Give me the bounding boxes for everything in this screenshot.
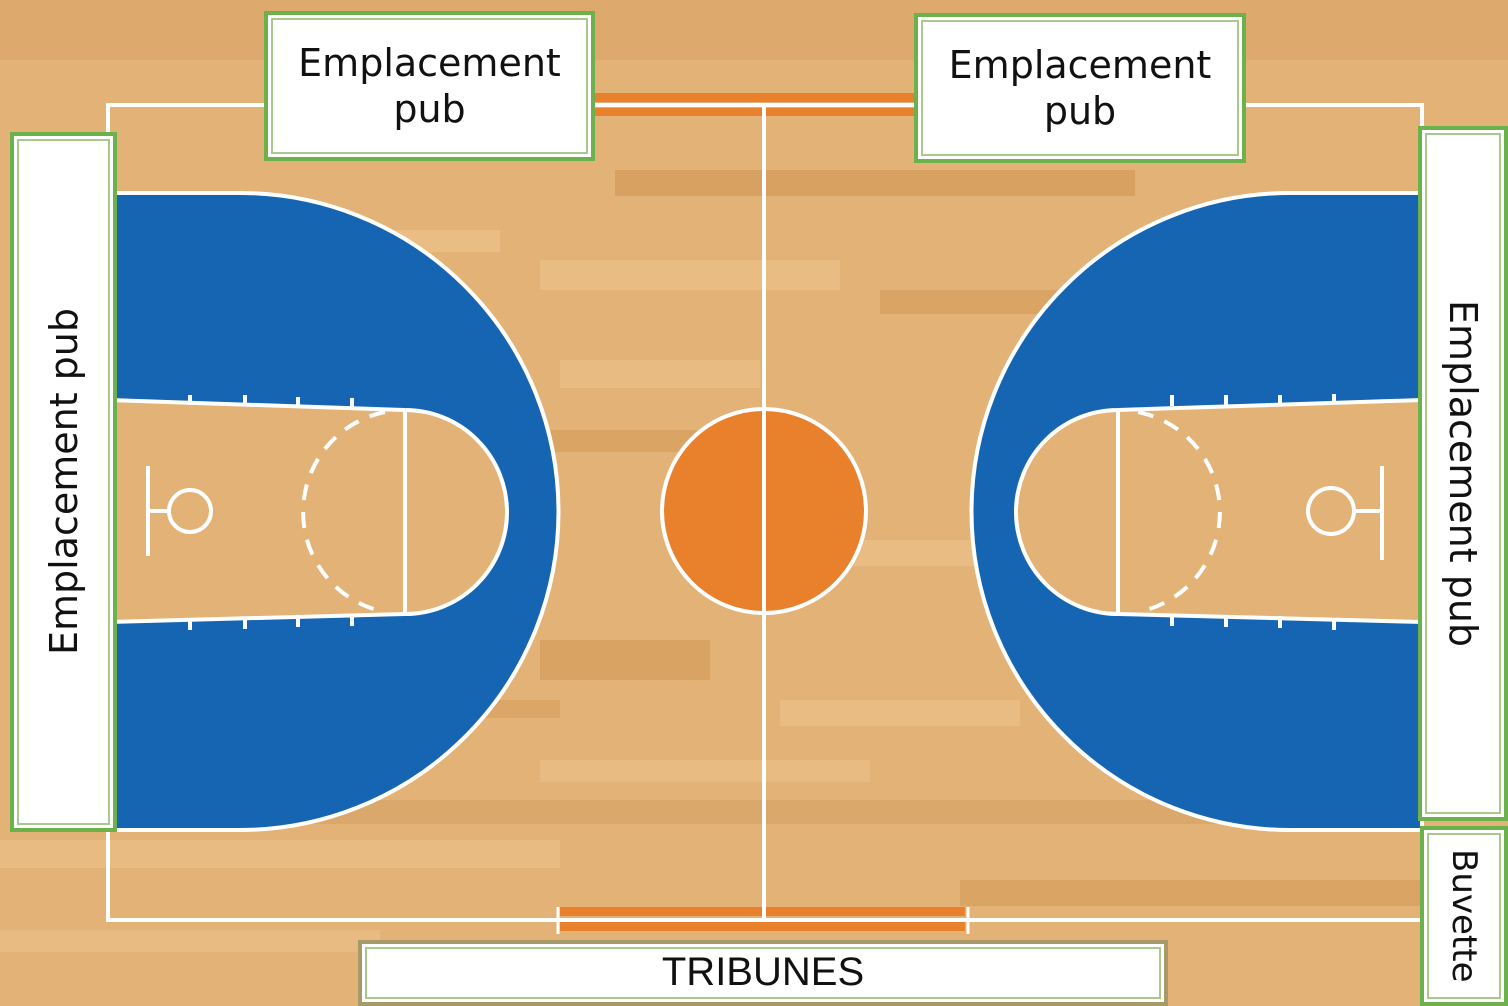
- ad-slot-right: Emplacement pub: [1418, 126, 1508, 821]
- ad-slot-top-right: Emplacement pub: [914, 13, 1246, 163]
- ad-slot-label: Emplacement pub: [298, 40, 561, 132]
- ad-slot-label: Emplacement pub: [949, 42, 1212, 134]
- ad-slot-label: Emplacement pub: [41, 308, 87, 655]
- ad-slot-label: Emplacement pub: [1440, 300, 1486, 647]
- buvette-area: Buvette: [1420, 826, 1508, 1006]
- tribunes-area: TRIBUNES: [358, 940, 1168, 1006]
- ad-slot-left: Emplacement pub: [10, 132, 117, 832]
- ad-slot-top-left: Emplacement pub: [264, 11, 595, 161]
- tribunes-label: TRIBUNES: [662, 942, 864, 1002]
- buvette-label: Buvette: [1441, 849, 1487, 983]
